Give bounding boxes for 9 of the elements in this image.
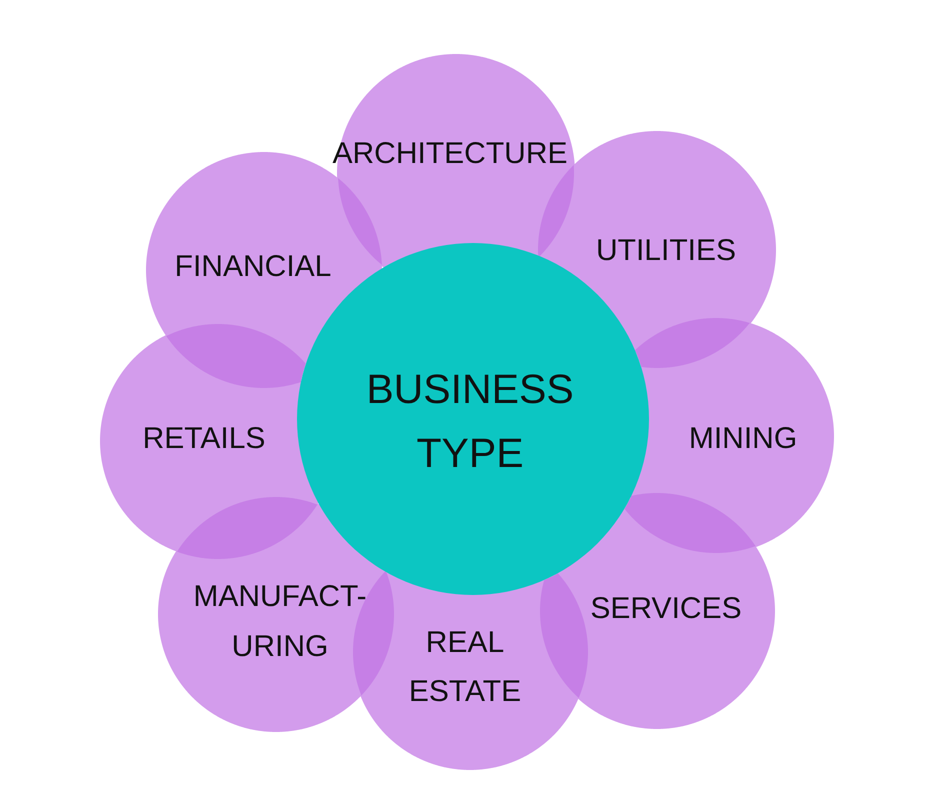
category-label: MANUFACT- URING [193, 579, 367, 665]
category-label: REAL ESTATE [408, 625, 522, 710]
category-label: UTILITIES [596, 233, 736, 269]
category-label: ARCHITECTURE [332, 136, 568, 172]
category-label: SERVICES [590, 591, 742, 627]
center-label: BUSINESS TYPE [366, 365, 574, 478]
category-label: FINANCIAL [174, 249, 332, 285]
category-label: RETAILS [142, 421, 266, 457]
category-label: MINING [688, 421, 798, 457]
